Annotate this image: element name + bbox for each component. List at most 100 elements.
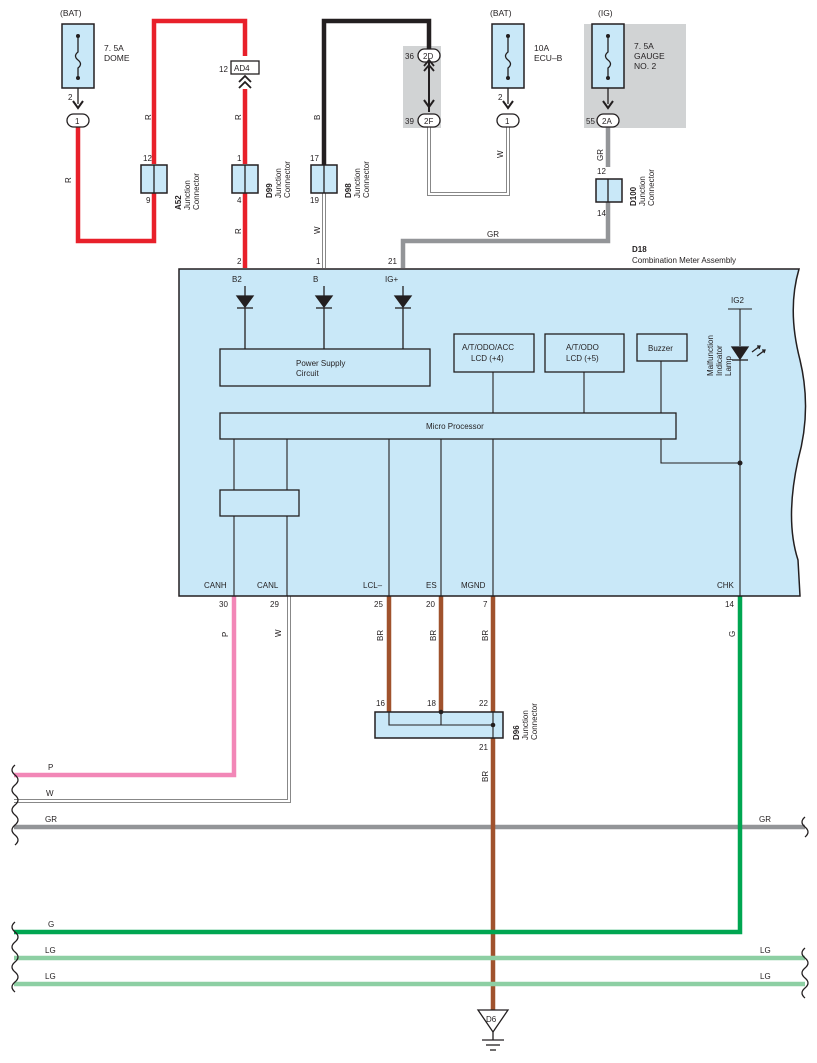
fuse-dome-conn: 1 — [75, 117, 80, 126]
connector-ad4-pin: 12 — [219, 65, 228, 74]
fuse-ecub-rating: 10A — [534, 43, 549, 53]
fuse-gauge-rating: 7. 5A — [634, 41, 654, 51]
wire-break-marks-right — [801, 816, 809, 999]
wire-label-w-2: W — [496, 150, 505, 158]
bus-label-w: W — [46, 789, 54, 798]
fuse-ecub-source: (BAT) — [490, 8, 512, 18]
junction-d98-desc2: Connector — [362, 161, 371, 198]
junction-d96-pin-c: 22 — [479, 699, 488, 708]
meter-buzzer — [636, 333, 688, 362]
fuse-gauge-name1: GAUGE — [634, 51, 665, 61]
wire-black-2d-d98 — [321, 18, 432, 167]
ground-icon — [476, 1009, 510, 1051]
junction-d99 — [231, 164, 259, 194]
junction-a52-pin-bot: 9 — [146, 196, 151, 205]
wire-label-w-1: W — [313, 226, 322, 234]
wire-white-canl-core — [14, 596, 290, 802]
wire-label-b-1: B — [313, 115, 322, 120]
fuse-dome-name: DOME — [104, 53, 130, 63]
wire-label-br-1: BR — [376, 630, 385, 641]
wire-label-br-2: BR — [429, 630, 438, 641]
meter-term-lcl: LCL– — [363, 581, 383, 590]
wire-label-r-1: R — [144, 114, 153, 120]
meter-mil-led-icon — [730, 345, 766, 361]
fuse-gauge-source: (IG) — [598, 8, 613, 18]
meter-can-transceiver — [219, 489, 300, 517]
junction-d99-pin-top: 1 — [237, 154, 242, 163]
meter-term-canh: CANH — [204, 581, 227, 590]
wire-red-a52-ad4 — [151, 18, 248, 164]
meter-term-chk: CHK — [717, 581, 735, 590]
fuse-ecub-name: ECU–B — [534, 53, 563, 63]
meter-lcd5-l2: LCD (+5) — [566, 354, 599, 363]
bus-label-lg-1-right: LG — [760, 946, 771, 955]
meter-micro-processor — [219, 412, 677, 440]
junction-a52-id: A52 — [174, 195, 183, 210]
wire-pink-canh — [14, 596, 237, 778]
junction-d99-id: D99 — [265, 183, 274, 198]
junction-d96-desc1: Junction — [521, 710, 530, 740]
meter-junction-dot — [737, 460, 743, 466]
meter-lcd4-l2: LCD (+4) — [471, 354, 504, 363]
meter-lcd5 — [544, 333, 625, 373]
bus-label-lg-2-left: LG — [45, 972, 56, 981]
junction-a52-desc1: Junction — [183, 180, 192, 210]
fuse-dome — [61, 23, 95, 128]
meter-diodes — [235, 286, 413, 349]
bus-label-lg-2-right: LG — [760, 972, 771, 981]
junction-d98-pin-bot: 19 — [310, 196, 319, 205]
junction-d100-desc2: Connector — [647, 169, 656, 206]
meter-micro-processor-label: Micro Processor — [426, 422, 484, 431]
bus-label-lg-1-left: LG — [45, 946, 56, 955]
fuse-ecub-conn: 1 — [505, 117, 510, 126]
junction-d98 — [310, 164, 338, 194]
meter-mil-l1: Malfunction — [706, 335, 715, 376]
connector-ad4-label: AD4 — [234, 64, 250, 73]
fuse-gauge-conn: 2A — [602, 117, 612, 126]
junction-d98-desc1: Junction — [353, 168, 362, 198]
bus-label-g: G — [48, 920, 54, 929]
connector-2d — [417, 48, 441, 128]
junction-d99-pin-bot: 4 — [237, 196, 242, 205]
meter-internal-lines — [233, 308, 752, 596]
wire-label-g-1: G — [728, 631, 737, 637]
wire-gray-d100-igp — [400, 193, 611, 268]
junction-d100 — [595, 178, 623, 203]
junction-d100-pin-bot: 14 — [597, 209, 606, 218]
meter-buzzer-label: Buzzer — [648, 344, 673, 353]
connector-2f-pin: 39 — [405, 117, 414, 126]
junction-d99-desc2: Connector — [283, 161, 292, 198]
wire-green-chk — [14, 596, 743, 935]
wire-label-r-2: R — [64, 177, 73, 183]
wire-white-2f-ecub-core — [428, 126, 509, 195]
meter-term-igp: IG+ — [385, 275, 398, 284]
fuse-gauge-pin: 55 — [586, 117, 595, 126]
junction-d96-dot-1 — [438, 709, 444, 715]
fuse-gauge — [591, 23, 625, 128]
meter-term-es: ES — [426, 581, 437, 590]
wire-white-canl — [14, 596, 291, 803]
wire-label-w-3: W — [274, 629, 283, 637]
fuse-gauge-name2: NO. 2 — [634, 61, 656, 71]
junction-d100-desc1: Junction — [638, 176, 647, 206]
bus-label-gr-left: GR — [45, 815, 57, 824]
meter-term-mgnd: MGND — [461, 581, 486, 590]
meter-term-b: B — [313, 275, 318, 284]
ground-label: D6 — [486, 1015, 497, 1024]
junction-d98-id: D98 — [344, 183, 353, 198]
fuse-dome-rating: 7. 5A — [104, 43, 124, 53]
fuse-ecub-pin: 2 — [498, 93, 503, 102]
meter-pin-igp: 21 — [388, 257, 397, 266]
wire-label-gr-1: GR — [596, 149, 605, 161]
junction-d96-desc2: Connector — [530, 703, 539, 740]
meter-power-supply-l1: Power Supply — [296, 359, 345, 368]
meter-power-supply-l2: Circuit — [296, 369, 319, 378]
wire-label-r-3: R — [234, 114, 243, 120]
junction-a52-desc2: Connector — [192, 173, 201, 210]
junction-d96-pin-a: 16 — [376, 699, 385, 708]
fuse-ecub — [491, 23, 525, 128]
fuse-dome-source: (BAT) — [60, 8, 82, 18]
junction-a52-pin-top: 12 — [143, 154, 152, 163]
junction-d100-pin-top: 12 — [597, 167, 606, 176]
